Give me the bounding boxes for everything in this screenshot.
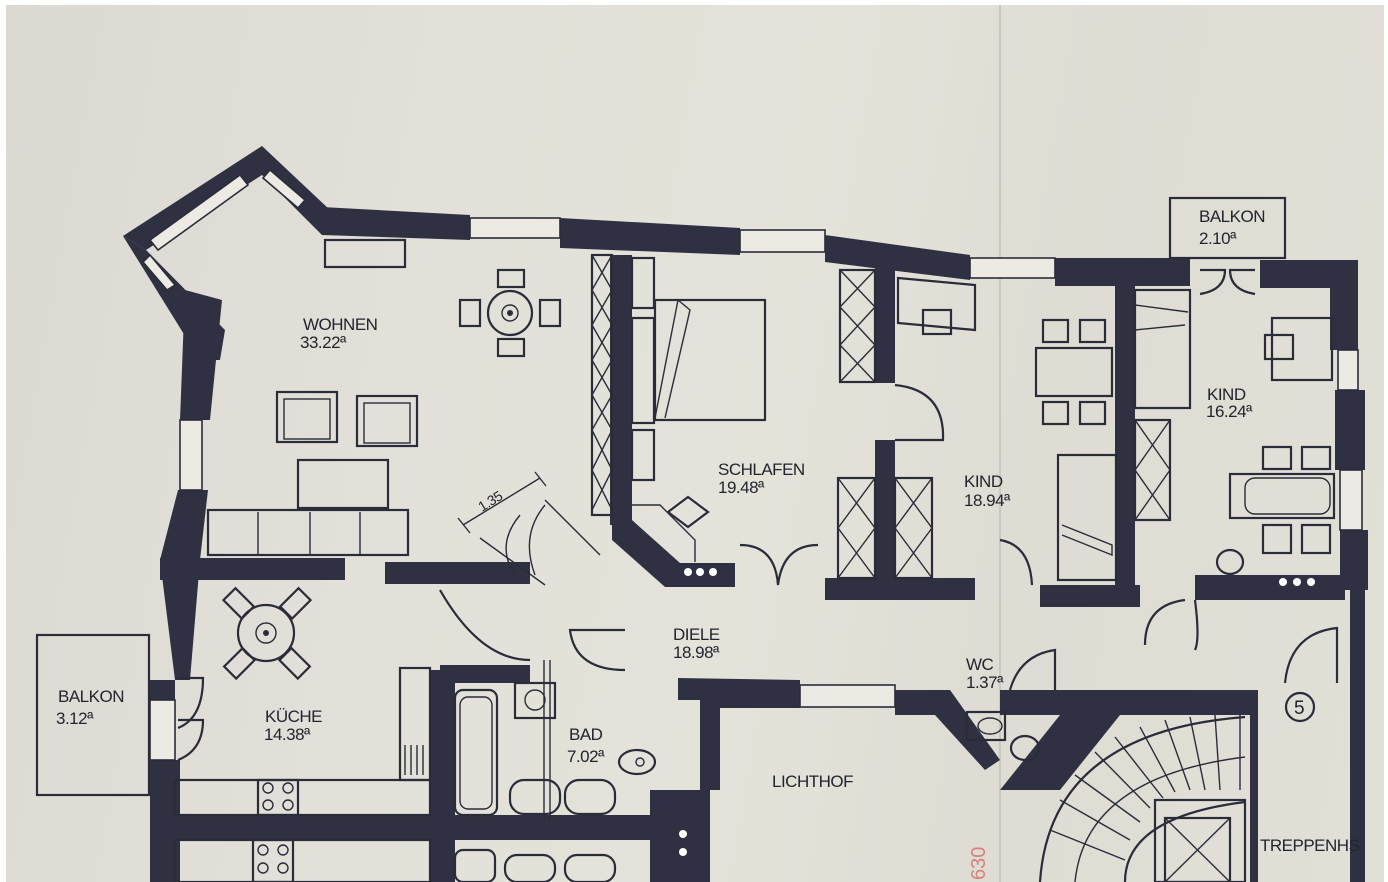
doors <box>439 383 1339 691</box>
room-name-kind1: KIND <box>964 472 1003 491</box>
room-name-treppenhaus: TREPPENHS <box>1260 836 1360 855</box>
room-area-bad: 7.02ª <box>567 747 605 766</box>
unit-number-circle <box>1284 691 1316 723</box>
furniture-wohnen <box>206 238 562 557</box>
room-area-kind1: 18.94ª <box>964 491 1011 510</box>
room-area-wohnen: 33.22ª <box>300 333 347 352</box>
room-name-lichthof: LICHTHOF <box>772 772 853 791</box>
windows <box>141 168 1363 761</box>
room-name-diele: DIELE <box>673 625 720 644</box>
furniture-kueche <box>173 586 432 882</box>
wardrobes <box>590 253 1172 580</box>
room-name-wohnen: WOHNEN <box>303 315 377 334</box>
room-area-schlafen: 19.48ª <box>718 478 765 497</box>
room-area-kueche: 14.38ª <box>264 725 311 744</box>
exterior-walls <box>123 146 1368 882</box>
room-area-wc: 1.37ª <box>966 673 1004 692</box>
interior-walls <box>160 255 1345 882</box>
floor-plan-drawing: WOHNEN 33.22ª SCHLAFEN 19.48ª KIND 18.94… <box>35 5 1368 882</box>
staircase <box>1038 714 1247 882</box>
floor-plan-sheet: WOHNEN 33.22ª SCHLAFEN 19.48ª KIND 18.94… <box>6 5 1384 882</box>
room-labels: WOHNEN 33.22ª SCHLAFEN 19.48ª KIND 18.94… <box>56 207 1360 880</box>
room-name-kind2: KIND <box>1207 385 1246 404</box>
room-name-bad: BAD <box>569 725 603 744</box>
furniture-bad <box>453 660 657 882</box>
room-name-kueche: KÜCHE <box>265 707 322 726</box>
room-name-wc: WC <box>966 655 994 674</box>
handwritten-note: 630 <box>968 847 990 880</box>
unit-number: 5 <box>1294 698 1304 719</box>
furniture-wc <box>965 710 1041 762</box>
balconies <box>35 196 1287 797</box>
dimension-1-35 <box>457 471 601 586</box>
furniture-kind1 <box>896 276 1118 582</box>
wall-vents <box>679 568 1315 856</box>
room-area-balkon-top: 2.10ª <box>1199 229 1237 248</box>
room-name-balkon-top: BALKON <box>1199 207 1265 226</box>
furniture-kind2 <box>1133 288 1336 576</box>
dimension-label: 1.35 <box>475 487 505 514</box>
furniture-schlafen <box>630 256 767 562</box>
room-area-diele: 18.98ª <box>673 643 720 662</box>
room-area-balkon-left: 3.12ª <box>56 709 94 728</box>
room-area-kind2: 16.24ª <box>1206 402 1253 421</box>
room-name-balkon-left: BALKON <box>58 687 124 706</box>
room-name-schlafen: SCHLAFEN <box>718 460 805 479</box>
